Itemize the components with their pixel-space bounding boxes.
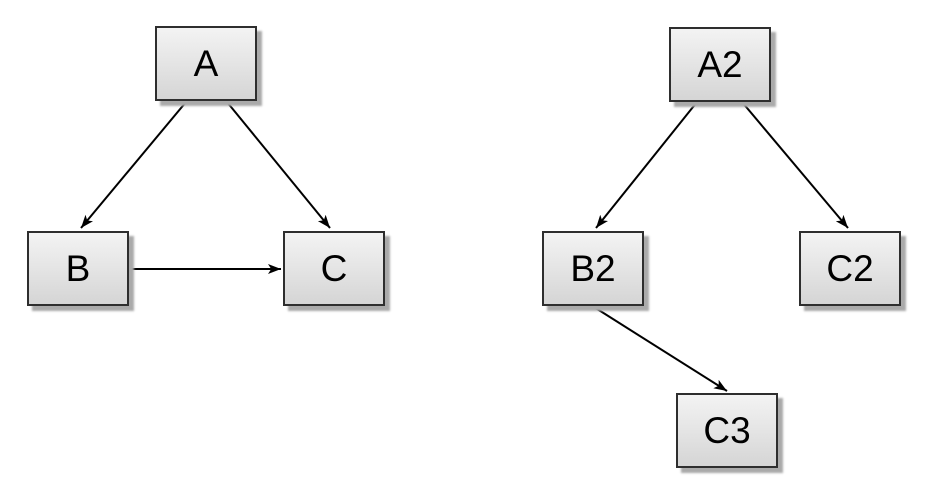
node-C3[interactable]: C3 (676, 393, 778, 468)
node-A[interactable]: A (155, 26, 257, 101)
edge-B2-to-C3 (593, 306, 728, 392)
node-B-label: B (65, 248, 91, 289)
node-B2[interactable]: B2 (542, 231, 644, 306)
edge-A2-to-B2 (595, 101, 698, 229)
edge-A2-to-C2 (741, 101, 849, 229)
node-A-label: A (193, 43, 219, 84)
node-A2-label: A2 (697, 44, 743, 85)
node-C2-label: C2 (826, 248, 874, 289)
node-B2-label: B2 (570, 248, 616, 289)
node-C[interactable]: C (283, 231, 385, 306)
node-C-label: C (320, 248, 348, 289)
node-B[interactable]: B (27, 231, 129, 306)
node-C3-label: C3 (703, 410, 751, 451)
edge-A-to-C (226, 101, 331, 229)
node-C2[interactable]: C2 (799, 231, 901, 306)
edge-A-to-B (80, 101, 187, 229)
node-A2[interactable]: A2 (669, 27, 771, 102)
